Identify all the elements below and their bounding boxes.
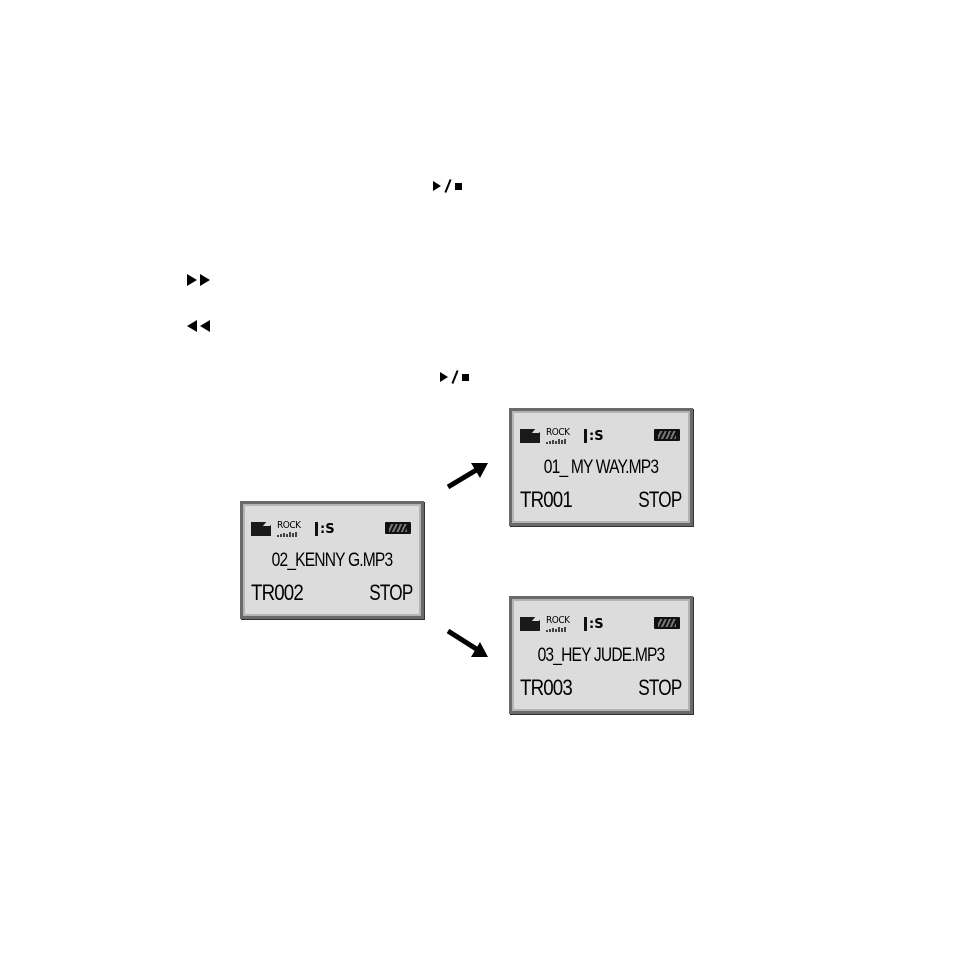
eq-indicator: ROCK [546,428,580,444]
battery-icon [654,429,680,441]
battery-icon [385,522,411,534]
rewind-icon [187,320,210,332]
smartmedia-card-icon [251,522,271,536]
play-status: STOP [638,487,683,512]
lcd-screen-current: ROCK :S 02_KENNY G.MP3 TR002 STOP [240,501,424,619]
track-number: TR001 [520,487,573,512]
play-status: STOP [638,675,683,700]
battery-icon [654,617,680,629]
track-number: TR003 [520,675,573,700]
repeat-mode-icon: :S [315,522,335,537]
filename: 01_ MY WAY.MP3 [543,457,659,478]
filename: 02_KENNY G.MP3 [271,550,394,571]
repeat-mode-icon: :S [584,429,604,444]
arrow-up-right [446,463,488,490]
filename: 03_HEY JUDE.MP3 [537,645,666,666]
smartmedia-card-icon [520,429,540,443]
lcd-screen-previous: ROCK :S 01_ MY WAY.MP3 TR001 STOP [509,408,693,526]
lcd-screen-next: ROCK :S 03_HEY JUDE.MP3 TR003 STOP [509,596,693,714]
play-stop-icon [440,370,469,384]
repeat-mode-icon: :S [584,617,604,632]
fast-forward-icon [187,274,210,286]
play-status: STOP [369,580,414,605]
arrow-down-right [446,628,488,657]
eq-indicator: ROCK [277,521,311,537]
eq-indicator: ROCK [546,616,580,632]
play-stop-icon [433,179,462,193]
smartmedia-card-icon [520,617,540,631]
track-number: TR002 [251,580,304,605]
